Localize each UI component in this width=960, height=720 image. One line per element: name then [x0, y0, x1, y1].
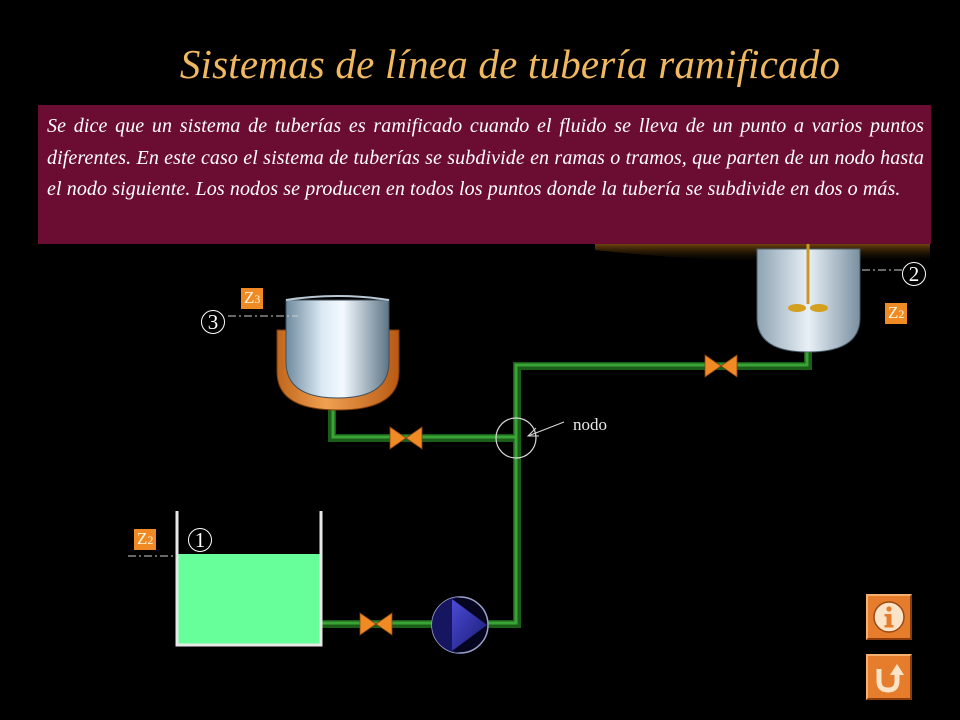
point-2-number: 2 [908, 262, 920, 286]
elevation-badge-point-3: Z3 [241, 288, 264, 309]
tank-1 [175, 511, 323, 647]
description-box: Se dice que un sistema de tuberías es ra… [38, 105, 931, 244]
elevation-subscript: 3 [254, 292, 261, 306]
valve-tank-3 [389, 426, 423, 450]
elevation-badge-point-1: Z2 [134, 529, 157, 550]
elevation-subscript: 2 [898, 307, 905, 321]
node-label: nodo [573, 415, 607, 434]
node-marker [495, 417, 565, 459]
valve-tank-2 [704, 354, 738, 378]
point-3-number: 3 [207, 310, 219, 334]
point-1-number: 1 [194, 528, 206, 552]
elevation-subscript: 2 [147, 533, 154, 547]
point-3-marker: 3 [201, 310, 225, 334]
info-icon [873, 601, 905, 633]
tank-2 [756, 230, 861, 353]
tank-3 [276, 295, 400, 411]
pump [431, 596, 489, 654]
elevation-badge-point-2: Z2 [885, 303, 908, 324]
elevation-symbol: Z [137, 529, 148, 548]
reference-lines [128, 269, 902, 557]
point-2-marker: 2 [902, 262, 926, 286]
description-text: Se dice que un sistema de tuberías es ra… [47, 115, 924, 200]
valve-tank-1 [359, 612, 393, 636]
elevation-symbol: Z [888, 303, 899, 322]
elevation-symbol: Z [244, 288, 255, 307]
return-u-icon [876, 664, 904, 693]
point-1-marker: 1 [188, 528, 212, 552]
info-button[interactable] [866, 594, 912, 640]
page-title: Sistemas de línea de tubería ramificado [179, 41, 841, 87]
return-button[interactable] [866, 654, 912, 700]
